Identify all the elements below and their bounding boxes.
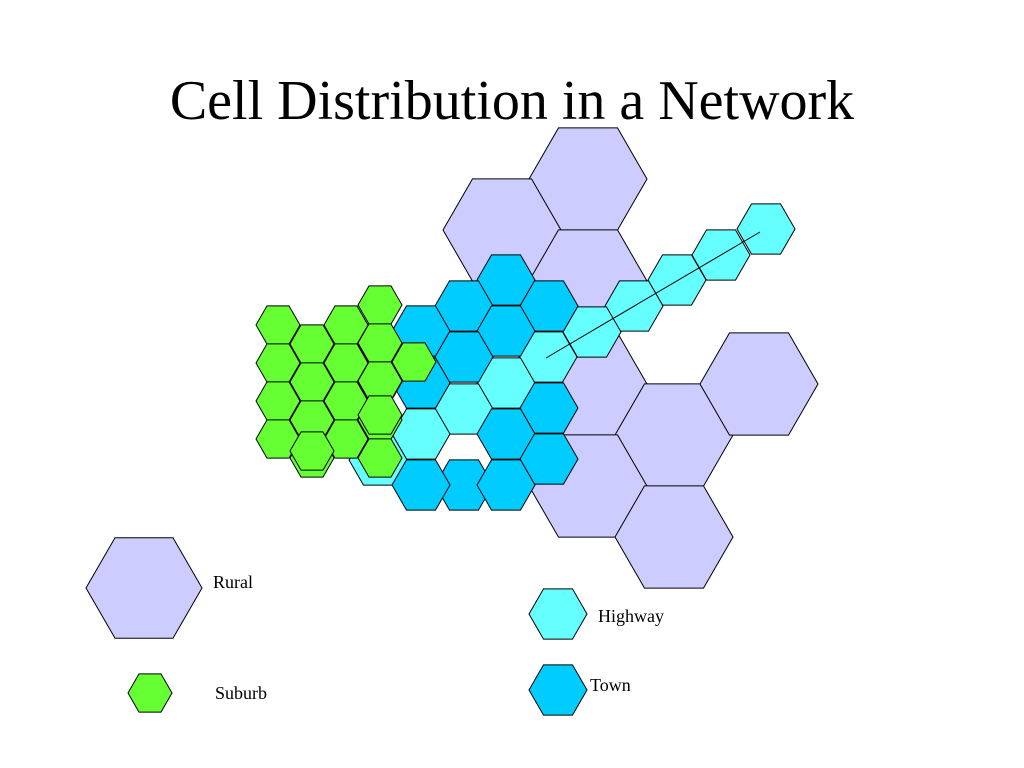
suburb-cells — [255, 285, 437, 478]
rural-cells — [442, 127, 819, 589]
town-cell — [391, 459, 451, 511]
legend-swatch-rural — [85, 537, 203, 639]
town-cell — [476, 459, 536, 511]
legend-swatch-highway — [528, 588, 588, 640]
legend-label-rural: Rural — [213, 572, 253, 592]
suburb-cell — [323, 419, 369, 459]
legend-swatch-town — [528, 664, 588, 716]
legend-swatches — [85, 537, 588, 716]
suburb-cell — [357, 395, 403, 435]
suburb-cell — [357, 438, 403, 478]
highway-route-line — [545, 231, 761, 359]
slide-title: Cell Distribution in a Network — [169, 70, 855, 132]
legend-label-highway: Highway — [598, 606, 664, 626]
rural-cell — [614, 485, 734, 589]
suburb-cell — [391, 342, 437, 382]
highway-cell — [736, 203, 796, 255]
legend-label-town: Town — [590, 675, 631, 695]
highway-route — [545, 231, 761, 359]
legend-label-suburb: Suburb — [215, 683, 268, 703]
suburb-cell — [289, 431, 335, 471]
rural-cell — [699, 332, 819, 436]
legend-swatch-suburb — [127, 673, 173, 713]
